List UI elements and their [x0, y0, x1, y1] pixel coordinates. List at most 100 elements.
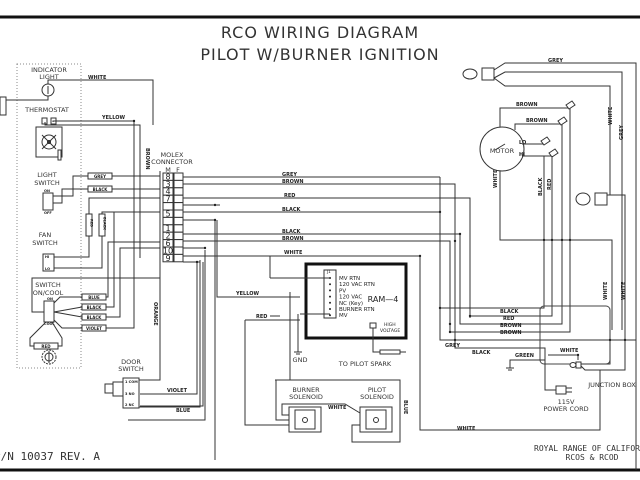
switch-oncool-label-2: ON/COOL [33, 289, 64, 297]
ram-terminal-label: 120 VAC [339, 295, 362, 301]
indicator-light-label-1: INDICATOR [31, 66, 67, 74]
wire-label-red-ram: RED [256, 314, 267, 320]
wire-junction-dot [418, 254, 422, 258]
svg-text:BLACK: BLACK [93, 187, 109, 192]
wire-label-white-jb: WHITE [560, 348, 579, 354]
wire-label-white-sol: WHITE [328, 405, 347, 411]
molex-pin-number: 10 [163, 246, 173, 255]
door-switch-icon[interactable] [104, 377, 140, 409]
part-number: P/N 10037 REV. A [0, 450, 100, 463]
molex-pin-f [173, 224, 184, 233]
pilot-solenoid-label-1: PILOT [368, 386, 386, 394]
wire-label-yellow-ram: YELLOW [235, 291, 259, 297]
svg-text:J1: J1 [326, 269, 331, 274]
svg-text:VOLTAGE: VOLTAGE [380, 328, 400, 334]
svg-text:RED: RED [90, 219, 94, 227]
ram-terminal-dot [329, 308, 331, 310]
pilot-solenoid-icon [359, 406, 393, 433]
wire-tag-red-sw [33, 342, 59, 350]
to-pilot-spark-label: TO PILOT SPARK [338, 360, 392, 368]
fan-switch-icon[interactable] [42, 253, 55, 272]
wire-junction-dot [438, 306, 442, 310]
molex-pin-f [173, 187, 184, 196]
molex-pin-f [173, 202, 184, 211]
oven-lamp-top-icon [462, 67, 495, 81]
molex-pin-number: 9 [165, 254, 170, 263]
svg-text:3 NO: 3 NO [125, 392, 135, 396]
door-switch-label-2: SWITCH [118, 365, 144, 373]
high-voltage-terminal [369, 322, 377, 329]
molex-pin-number: 2 [165, 232, 170, 241]
svg-text:BLACK: BLACK [87, 305, 103, 310]
wire-label-blue-sol: BLUE [402, 400, 408, 415]
wire-label-black-mid2: BLACK [282, 229, 302, 235]
molex-pin-f [173, 194, 184, 204]
wire-grey-ls [53, 175, 160, 197]
wire-label-white-motor: WHITE [493, 169, 499, 188]
wire-junction-dot [448, 330, 452, 334]
model-names: RCOS & RCOD [566, 453, 619, 462]
molex-pin-f [173, 172, 184, 181]
molex-pin-f [173, 239, 184, 248]
power-cord-label-2: POWER CORD [543, 405, 588, 413]
molex-pin-f [173, 216, 184, 226]
ram-terminal-label: 120 VAC RTN [339, 282, 375, 288]
molex-pin-f [173, 231, 184, 241]
light-switch-icon[interactable] [42, 192, 54, 211]
ram-terminal-dot [329, 295, 331, 298]
wire-tag-black [87, 185, 113, 193]
ram-terminal-dot [329, 283, 331, 286]
wire-violet-door [140, 262, 198, 395]
svg-text:OFF: OFF [44, 211, 52, 215]
molex-pin-f [173, 179, 184, 189]
svg-text:BLACK: BLACK [103, 217, 107, 230]
company-name: ROYAL RANGE OF CALIFOR [534, 444, 640, 453]
ram4-module [304, 262, 408, 340]
burner-solenoid-icon [288, 406, 322, 433]
ram-terminal-label: NC (Key) [339, 301, 363, 307]
switch-oncool-icon[interactable] [43, 300, 55, 323]
wire-junction-dot [132, 119, 136, 123]
molex-pin-number: 7 [165, 195, 170, 204]
wire-junction-dot [576, 353, 580, 357]
junction-box-label: JUNCTION BOX [587, 381, 636, 389]
power-cord-label-1: 115V [558, 398, 575, 406]
wire-label-white-right-v: WHITE [608, 106, 614, 125]
motor-icon [479, 126, 525, 172]
wire-junction-dot [213, 203, 217, 207]
wire-junction-dot [448, 322, 452, 326]
wire-label-brown-jb1: BROWN [500, 323, 522, 329]
pilot-solenoid-label-2: SOLENOID [360, 393, 394, 401]
svg-text:BLACK: BLACK [87, 315, 103, 320]
wire-label-grey-mid: GREY [282, 172, 297, 178]
wire-junction-dot [608, 338, 612, 342]
svg-text:ON: ON [47, 297, 53, 301]
wire-label-brown-motor2: BROWN [526, 118, 548, 124]
switch-oncool-label-1: SWITCH [35, 281, 61, 289]
indicator-light-label-2: LIGHT [39, 73, 58, 81]
motor-label: MOTOR [490, 147, 515, 155]
wire-tag-grey [87, 172, 113, 180]
molex-pin-f [173, 209, 184, 218]
wire-junction-dot [453, 239, 457, 243]
wire-label-brown-mid: BROWN [282, 179, 304, 185]
wire-junction-dot [560, 238, 564, 242]
burner-solenoid-label-2: SOLENOID [289, 393, 323, 401]
thermostat-icon [35, 117, 63, 161]
molex-pin-f [173, 253, 184, 263]
spark-plug-icon [379, 349, 401, 355]
wire-label-brown-motor1: BROWN [516, 102, 538, 108]
wire-blue-door [140, 262, 204, 407]
ram-terminal-label: PV [339, 288, 346, 294]
fan-switch-label-2: SWITCH [32, 239, 58, 247]
wire-label-green-jb: GREEN [515, 353, 534, 359]
svg-text:2 NC: 2 NC [125, 403, 135, 407]
svg-text:F: F [176, 166, 180, 174]
wire-label-orange: ORANGE [152, 302, 158, 326]
thermostat-label: THERMOSTAT [24, 106, 69, 114]
wire-junction-dot [468, 314, 472, 318]
wire-label-yellow: YELLOW [101, 115, 125, 121]
light-switch-label-1: LIGHT [37, 171, 56, 179]
ram-terminal-dot [329, 314, 331, 317]
